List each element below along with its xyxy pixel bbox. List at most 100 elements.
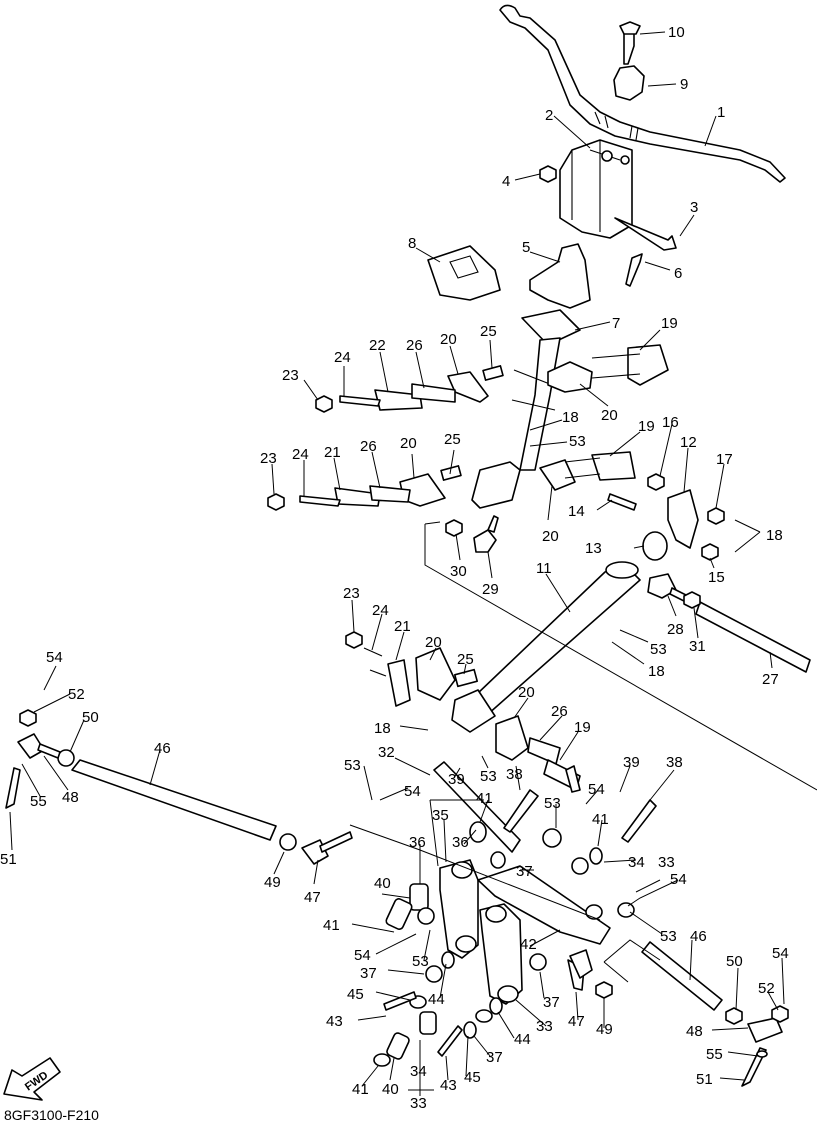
- fwd-arrow-icon: [3, 1057, 61, 1101]
- callout: 54: [404, 783, 421, 800]
- callout: 36: [409, 834, 426, 851]
- callout: 1: [717, 104, 725, 121]
- callout: 52: [758, 980, 775, 997]
- callout: 19: [574, 719, 591, 736]
- callout: 20: [425, 634, 442, 651]
- callout: 32: [378, 744, 395, 761]
- callout: 36: [452, 834, 469, 851]
- callout: 23: [260, 450, 277, 467]
- callout: 53: [412, 953, 429, 970]
- callout: 26: [360, 438, 377, 455]
- callout: 34: [410, 1063, 427, 1080]
- callout: 6: [674, 265, 682, 282]
- callout: 26: [551, 703, 568, 720]
- part-long-bolt: [614, 217, 677, 251]
- part-right-tie-rod: [647, 573, 811, 673]
- part-idler-arm-right: [479, 903, 523, 1005]
- callout: 42: [520, 936, 537, 953]
- callout: 12: [680, 434, 697, 451]
- callout: 23: [343, 585, 360, 602]
- callout: 37: [360, 965, 377, 982]
- callout: 2: [545, 107, 553, 124]
- callout: 17: [716, 451, 733, 468]
- callout: 35: [432, 807, 449, 824]
- callout: 53: [480, 768, 497, 785]
- callout: 37: [516, 863, 533, 880]
- callout: 4: [502, 173, 510, 190]
- part-nut-4: [539, 165, 557, 183]
- callout: 43: [440, 1077, 457, 1094]
- callout-labels: 10 9 1 2 4 3 8 5 6 7 19 20 23 24 22 26 2…: [0, 24, 789, 1112]
- part-bushings-washers: [373, 821, 635, 1067]
- callout: 54: [772, 945, 789, 962]
- callout: 16: [662, 414, 679, 431]
- callout: 51: [696, 1071, 713, 1088]
- callout: 52: [68, 686, 85, 703]
- callout: 53: [544, 795, 561, 812]
- callout: 7: [612, 315, 620, 332]
- callout: 15: [708, 569, 725, 586]
- part-right-bracket-group: [607, 473, 725, 561]
- callout: 31: [689, 638, 706, 655]
- callout: 44: [514, 1031, 531, 1048]
- parts-artwork: [3, 4, 817, 1101]
- callout: 28: [667, 621, 684, 638]
- callout: 18: [766, 527, 783, 544]
- callout: 9: [680, 76, 688, 93]
- callout: 40: [374, 875, 391, 892]
- callout: 23: [282, 367, 299, 384]
- callout: 55: [30, 793, 47, 810]
- callout: 40: [382, 1081, 399, 1098]
- callout: 53: [660, 928, 677, 945]
- callout: 37: [543, 994, 560, 1011]
- callout: 20: [440, 331, 457, 348]
- callout: 24: [292, 446, 309, 463]
- part-left-tie-rod: [5, 709, 353, 865]
- callout: 22: [369, 337, 386, 354]
- callout: 41: [323, 917, 340, 934]
- callout: 33: [410, 1095, 427, 1112]
- callout: 20: [400, 435, 417, 452]
- part-bolt-38-right: [621, 799, 657, 843]
- callout: 39: [623, 754, 640, 771]
- callout: 20: [601, 407, 618, 424]
- callout: 50: [726, 953, 743, 970]
- callout: 44: [428, 991, 445, 1008]
- callout: 18: [648, 663, 665, 680]
- callout: 49: [264, 874, 281, 891]
- callout: 11: [536, 560, 552, 577]
- callout: 18: [374, 720, 391, 737]
- callout: 37: [486, 1049, 503, 1066]
- part-lower-arm: [433, 761, 521, 853]
- part-upper-clamp: [613, 21, 645, 101]
- part-ball-joint-lower: [569, 949, 593, 979]
- callout: 53: [569, 433, 586, 450]
- callout: 33: [658, 854, 675, 871]
- callout: 14: [568, 503, 585, 520]
- callout: 38: [506, 766, 523, 783]
- callout: 19: [638, 418, 655, 435]
- part-bolt-38-left: [503, 789, 539, 833]
- part-column-holder: [559, 139, 633, 239]
- callout: 51: [0, 851, 17, 868]
- part-boot: [427, 245, 501, 301]
- part-upper-tie-links: [315, 383, 456, 413]
- part-bolt-6: [625, 253, 643, 287]
- part-idler-arm-left: [439, 859, 479, 959]
- part-ball-joint-upper: [445, 515, 499, 553]
- part-bracket: [529, 243, 591, 309]
- diagram-code: 8GF3100-F210: [4, 1107, 99, 1123]
- callout: 34: [628, 854, 645, 871]
- callout: 26: [406, 337, 423, 354]
- callout: 43: [326, 1013, 343, 1030]
- callout: 46: [154, 740, 171, 757]
- part-steering-handle: [499, 4, 786, 183]
- callout: 39: [448, 771, 465, 788]
- callout: 25: [444, 431, 461, 448]
- callout: 53: [650, 641, 667, 658]
- callout: 45: [347, 986, 364, 1003]
- callout: 48: [686, 1023, 703, 1040]
- callout: 27: [762, 671, 779, 688]
- callout: 10: [668, 24, 685, 41]
